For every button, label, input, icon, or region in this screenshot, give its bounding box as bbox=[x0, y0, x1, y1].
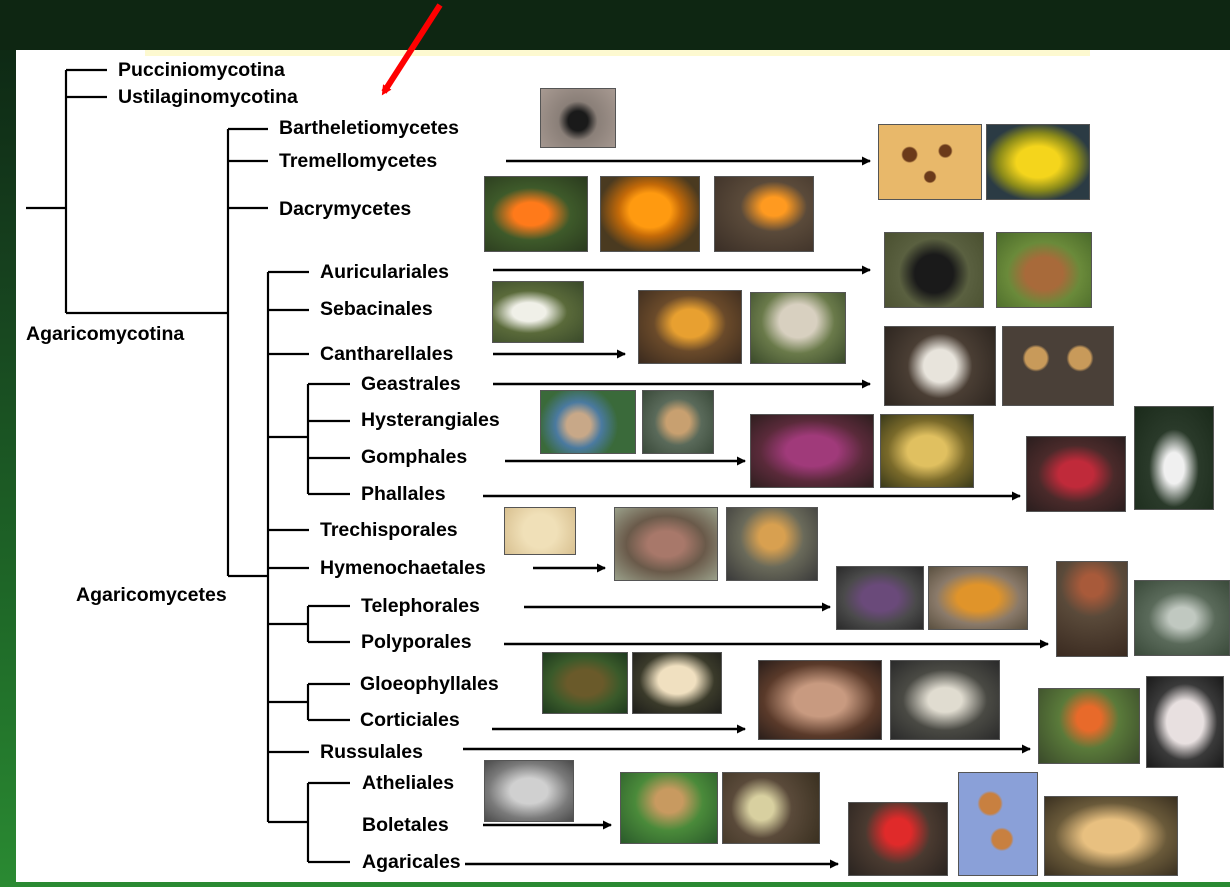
photo-cantharellales-1 bbox=[638, 290, 742, 364]
photo-agaricales-2 bbox=[958, 772, 1038, 876]
label-hysterangiales: Hysterangiales bbox=[361, 409, 500, 431]
label-hymenochaetales: Hymenochaetales bbox=[320, 557, 486, 579]
photo-bartheletiomycetes-1 bbox=[540, 88, 616, 148]
label-atheliales: Atheliales bbox=[362, 772, 454, 794]
label-russulales: Russulales bbox=[320, 741, 423, 763]
label-polyporales: Polyporales bbox=[361, 631, 472, 653]
label-trechisporales: Trechisporales bbox=[320, 519, 458, 541]
photo-russulales-2 bbox=[1146, 676, 1224, 768]
photo-phallales-1 bbox=[1026, 436, 1126, 512]
photo-dacrymycetes-2 bbox=[600, 176, 700, 252]
photo-agaricales-1 bbox=[848, 802, 948, 876]
photo-auriculariales-2 bbox=[996, 232, 1092, 308]
photo-agaricales-3 bbox=[1044, 796, 1178, 876]
photo-tremellomycetes-2 bbox=[986, 124, 1090, 200]
photo-telephorales-2 bbox=[928, 566, 1028, 630]
photo-polyporales-1 bbox=[1056, 561, 1128, 657]
label-pucciniomycotina: Pucciniomycotina bbox=[118, 59, 285, 81]
label-tremellomycetes: Tremellomycetes bbox=[279, 150, 437, 172]
photo-atheliales-1 bbox=[484, 760, 574, 822]
label-phallales: Phallales bbox=[361, 483, 446, 505]
label-bartheletiomycetes: Bartheletiomycetes bbox=[279, 117, 459, 139]
photo-boletales-1 bbox=[620, 772, 718, 844]
photo-cantharellales-2 bbox=[750, 292, 846, 364]
label-ustilaginomycotina: Ustilaginomycotina bbox=[118, 86, 298, 108]
label-sebacinales: Sebacinales bbox=[320, 298, 433, 320]
photo-auriculariales-1 bbox=[884, 232, 984, 308]
photo-boletales-2 bbox=[722, 772, 820, 844]
photo-phallales-2 bbox=[1134, 406, 1214, 510]
photo-geastrales-1 bbox=[884, 326, 996, 406]
label-agaricales: Agaricales bbox=[362, 851, 461, 873]
photo-telephorales-1 bbox=[836, 566, 924, 630]
label-auriculariales: Auriculariales bbox=[320, 261, 449, 283]
label-gomphales: Gomphales bbox=[361, 446, 467, 468]
label-agaricomycetes: Agaricomycetes bbox=[76, 584, 227, 606]
label-corticiales: Corticiales bbox=[360, 709, 460, 731]
photo-hymenochaetales-2 bbox=[726, 507, 818, 581]
photo-gloeophyllales-1 bbox=[542, 652, 628, 714]
photo-tremellomycetes-1 bbox=[878, 124, 982, 200]
photo-russulales-1 bbox=[1038, 688, 1140, 764]
photo-trechisporales-1 bbox=[504, 507, 576, 555]
label-gloeophyllales: Gloeophyllales bbox=[360, 673, 499, 695]
photo-hymenochaetales-1 bbox=[614, 507, 718, 581]
label-geastrales: Geastrales bbox=[361, 373, 461, 395]
photo-dacrymycetes-1 bbox=[484, 176, 588, 252]
label-agaricomycotina: Agaricomycotina bbox=[26, 323, 184, 345]
label-cantharellales: Cantharellales bbox=[320, 343, 453, 365]
label-telephorales: Telephorales bbox=[361, 595, 480, 617]
photo-gloeophyllales-2 bbox=[632, 652, 722, 714]
photo-gomphales-2 bbox=[880, 414, 974, 488]
label-boletales: Boletales bbox=[362, 814, 449, 836]
photo-geastrales-2 bbox=[1002, 326, 1114, 406]
red-pointer-arrow bbox=[384, 5, 440, 92]
label-dacrymycetes: Dacrymycetes bbox=[279, 198, 411, 220]
photo-hysterangiales-1 bbox=[540, 390, 636, 454]
photo-hysterangiales-2 bbox=[642, 390, 714, 454]
photo-corticiales-1 bbox=[758, 660, 882, 740]
photo-polyporales-2 bbox=[1134, 580, 1230, 656]
photo-dacrymycetes-3 bbox=[714, 176, 814, 252]
photo-corticiales-2 bbox=[890, 660, 1000, 740]
photo-gomphales-1 bbox=[750, 414, 874, 488]
photo-sebacinales-1 bbox=[492, 281, 584, 343]
